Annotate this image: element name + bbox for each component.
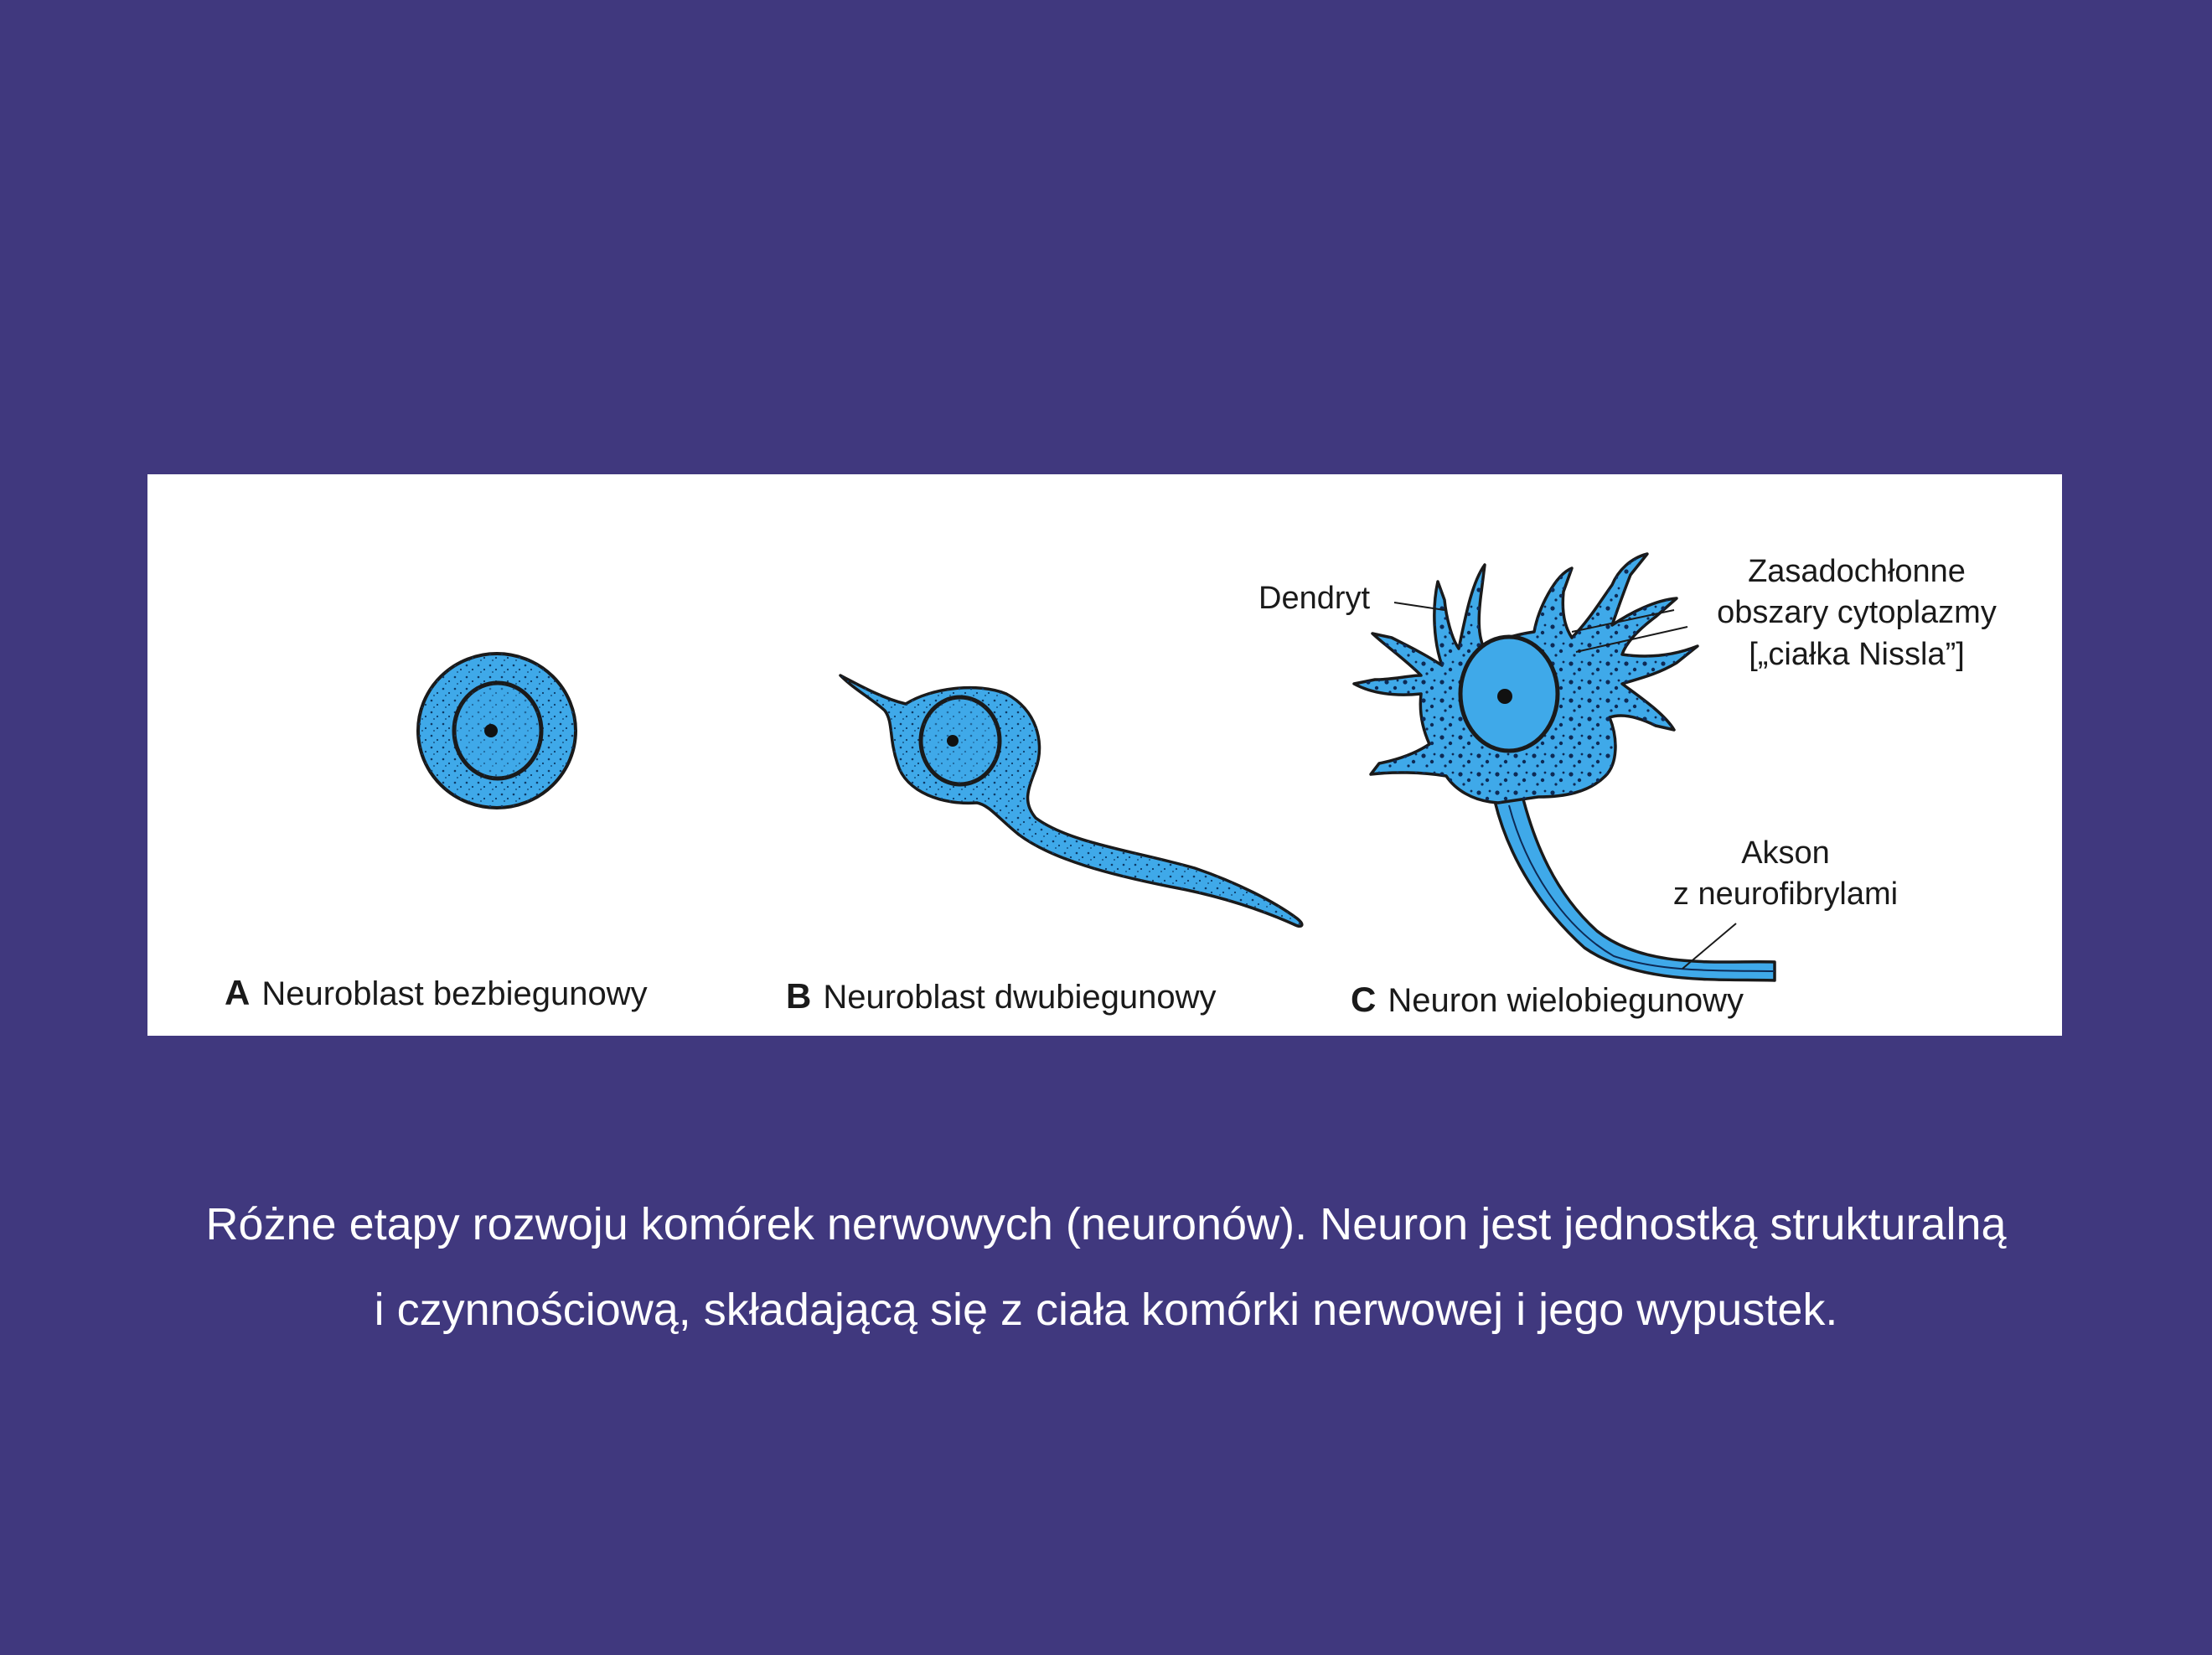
neuron-development-diagram — [416, 552, 1776, 982]
figure-panel: Dendryt Zasadochłonne obszary cytoplazmy… — [147, 474, 2062, 1036]
caption-line-1: Różne etapy rozwoju komórek nerwowych (n… — [205, 1199, 2007, 1249]
caption-line-2: i czynnościową, składającą się z ciała k… — [374, 1285, 1838, 1335]
axon-leader-line — [1682, 923, 1737, 970]
panel-title-b: Neuroblast dwubiegunowy — [823, 979, 1217, 1016]
label-axon-line-1: Akson — [1741, 835, 1830, 871]
panel-label-b: B Neuroblast dwubiegunowy — [786, 976, 1217, 1016]
label-axon-line-2: z neurofibrylami — [1672, 877, 1899, 913]
panel-label-a: A Neuroblast bezbiegunowy — [225, 975, 648, 1011]
panel-label-c: C Neuron wielobiegunowy — [1351, 980, 1744, 1019]
panel-title-c: Neuron wielobiegunowy — [1388, 982, 1744, 1019]
nucleolus-a — [484, 724, 498, 737]
dendrite-leader-line — [1393, 602, 1445, 611]
nucleolus-c — [1497, 689, 1512, 704]
label-nissl-line-2: obszary cytoplazmy — [1717, 595, 1997, 631]
panel-letter-b: B — [786, 976, 812, 1016]
figure-caption: Różne etapy rozwoju komórek nerwowych (n… — [0, 1182, 2212, 1352]
cell-b-bipolar-neuroblast — [839, 674, 1304, 928]
panel-letter-c: C — [1351, 980, 1377, 1019]
label-nissl-line-1: Zasadochłonne — [1748, 554, 1966, 589]
panel-letter-a: A — [225, 973, 251, 1012]
label-nissl-line-3: [„ciałka Nissla”] — [1749, 636, 1965, 672]
cell-a-apolar-neuroblast — [416, 652, 577, 809]
nucleolus-b — [947, 735, 959, 747]
panel-title-a: Neuroblast bezbiegunowy — [261, 975, 648, 1012]
label-nissl-bodies: Zasadochłonne obszary cytoplazmy [„ciałk… — [1664, 551, 2049, 675]
label-axon: Akson z neurofibrylami — [1605, 833, 1966, 916]
nissl-leader-line — [1571, 609, 1675, 633]
cell-c-multipolar-neuron — [1352, 552, 1776, 982]
label-dendrite: Dendryt — [1258, 581, 1371, 616]
